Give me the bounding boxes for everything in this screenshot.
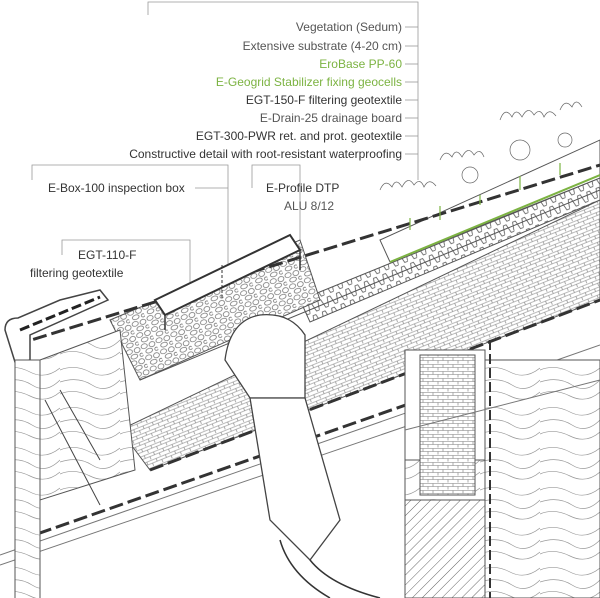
label-erobase: EroBase PP-60	[319, 57, 402, 71]
label-geogrid: E-Geogrid Stabilizer fixing geocells	[215, 75, 402, 89]
label-egt300: EGT-300-PWR ret. and prot. geotextile	[195, 129, 402, 143]
label-egt110-line1: EGT-110-F	[78, 248, 137, 262]
label-eprofile-line1: E-Profile DTP	[266, 181, 340, 195]
label-egt150: EGT-150-F filtering geotextile	[245, 93, 402, 107]
label-constructive: Constructive detail with root-resistant …	[129, 147, 402, 161]
label-vegetation: Vegetation (Sedum)	[295, 20, 402, 34]
label-egt110-line2: filtering geotextile	[30, 266, 124, 280]
label-ebox: E-Box-100 inspection box	[48, 181, 185, 195]
rafter-left	[39, 329, 136, 506]
vegetation-sedum	[379, 101, 583, 230]
label-edrain: E-Drain-25 drainage board	[259, 111, 402, 125]
drain-outlet	[224, 314, 381, 598]
label-substrate: Extensive substrate (4-20 cm)	[242, 39, 402, 53]
wall-right	[404, 340, 600, 598]
inspection-box	[153, 233, 302, 330]
label-eprofile-line2: ALU 8/12	[284, 199, 335, 213]
eaves-edge-profile	[4, 289, 110, 598]
